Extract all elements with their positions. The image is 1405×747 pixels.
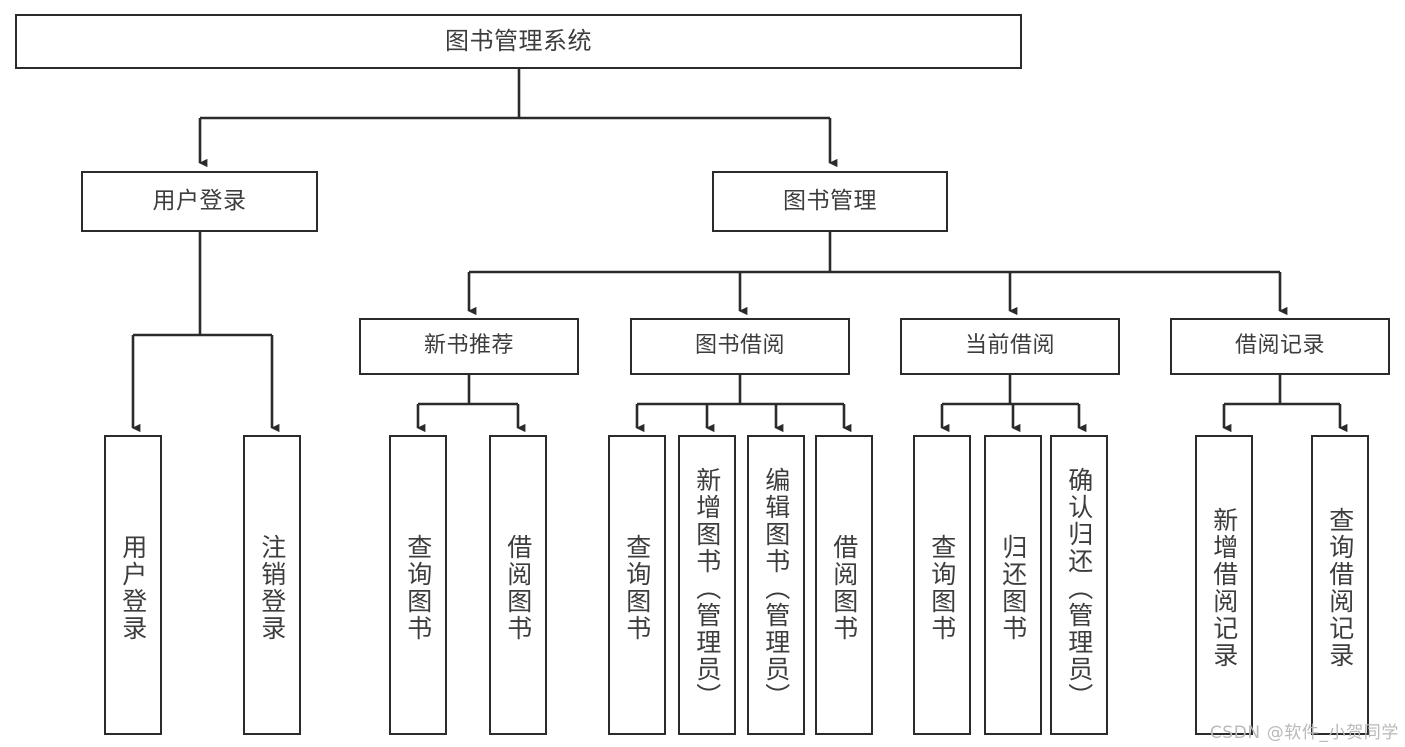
node-leaf-borrow-book[interactable]: 借阅图书: [815, 435, 873, 735]
node-current-borrow-label: 当前借阅: [964, 333, 1055, 359]
node-leaf-user-logout[interactable]: 注销登录: [243, 435, 301, 735]
node-user-login[interactable]: 用户登录: [81, 171, 318, 232]
node-leaf-add-book-admin-label: 新增图书（管理员）: [692, 466, 722, 710]
node-leaf-query-borrow-record-label: 查询借阅记录: [1325, 507, 1355, 669]
node-user-login-label: 用户登录: [152, 187, 247, 214]
node-book-manage[interactable]: 图书管理: [712, 171, 948, 232]
watermark: CSDN @软件_小贺同学: [1209, 723, 1399, 743]
node-book-borrow-label: 图书借阅: [694, 333, 785, 359]
node-leaf-borrow-book-recommend[interactable]: 借阅图书: [489, 435, 547, 735]
node-leaf-user-login[interactable]: 用户登录: [104, 435, 162, 735]
node-new-book-recommend-label: 新书推荐: [423, 333, 514, 359]
node-book-borrow[interactable]: 图书借阅: [630, 318, 850, 375]
node-leaf-edit-book-admin[interactable]: 编辑图书（管理员）: [747, 435, 805, 735]
node-leaf-confirm-return-admin[interactable]: 确认归还（管理员）: [1050, 435, 1108, 735]
node-leaf-borrow-book-label: 借阅图书: [829, 534, 859, 642]
node-book-manage-label: 图书管理: [783, 187, 877, 214]
node-leaf-edit-book-admin-label: 编辑图书（管理员）: [761, 466, 791, 710]
node-leaf-return-book[interactable]: 归还图书: [984, 435, 1042, 735]
node-root-label: 图书管理系统: [445, 27, 592, 56]
node-leaf-query-book-borrow-label: 查询图书: [622, 534, 652, 642]
node-leaf-add-book-admin[interactable]: 新增图书（管理员）: [678, 435, 736, 735]
node-leaf-query-book-borrow[interactable]: 查询图书: [608, 435, 666, 735]
node-leaf-user-logout-label: 注销登录: [257, 534, 287, 642]
node-leaf-query-book-recommend[interactable]: 查询图书: [389, 435, 447, 735]
node-borrow-record[interactable]: 借阅记录: [1170, 318, 1390, 375]
node-leaf-query-book-current-label: 查询图书: [927, 534, 957, 642]
node-leaf-borrow-book-recommend-label: 借阅图书: [503, 534, 533, 642]
node-leaf-query-book-current[interactable]: 查询图书: [913, 435, 971, 735]
node-root[interactable]: 图书管理系统: [15, 14, 1022, 69]
node-leaf-confirm-return-admin-label: 确认归还（管理员）: [1064, 466, 1094, 710]
node-leaf-add-borrow-record[interactable]: 新增借阅记录: [1195, 435, 1253, 735]
node-current-borrow[interactable]: 当前借阅: [900, 318, 1120, 375]
node-borrow-record-label: 借阅记录: [1234, 333, 1325, 359]
node-leaf-query-borrow-record[interactable]: 查询借阅记录: [1311, 435, 1369, 735]
node-leaf-user-login-label: 用户登录: [118, 534, 148, 642]
node-leaf-query-book-recommend-label: 查询图书: [403, 534, 433, 642]
node-new-book-recommend[interactable]: 新书推荐: [359, 318, 579, 375]
node-leaf-return-book-label: 归还图书: [998, 534, 1028, 642]
node-leaf-add-borrow-record-label: 新增借阅记录: [1209, 507, 1239, 669]
